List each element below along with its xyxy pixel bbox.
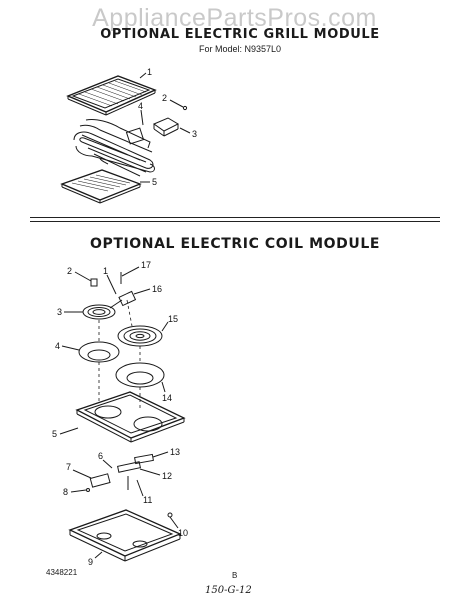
callout-number: 3 [57, 307, 62, 317]
callout-number: 17 [141, 260, 151, 270]
page-number: B [232, 571, 238, 580]
screw [169, 99, 188, 111]
callout-number: 14 [162, 393, 172, 403]
callout-number: 15 [168, 314, 178, 324]
callout-number: 16 [152, 284, 162, 294]
grill-module-title: OPTIONAL ELECTRIC GRILL MODULE [100, 27, 380, 42]
callout-number: 1 [147, 67, 152, 77]
part-number: 4348221 [46, 568, 78, 577]
callout-number: 4 [55, 341, 60, 351]
section-divider [30, 221, 440, 222]
heating-element [73, 119, 155, 177]
receptacle-bracket [117, 461, 161, 476]
terminal-bracket [134, 451, 169, 465]
callout-number: 11 [143, 495, 152, 505]
large-surface-element [117, 325, 163, 347]
callout-number: 7 [66, 462, 71, 472]
callout-number: 2 [67, 266, 72, 276]
callout-number: 2 [162, 93, 167, 103]
receptacle-block [72, 469, 111, 488]
callout-number: 8 [63, 487, 68, 497]
small-drip-bowl [78, 341, 120, 363]
burner-box [68, 509, 182, 562]
receptacle [118, 288, 151, 307]
callout-number: 6 [98, 451, 103, 461]
callout-number: 1 [103, 266, 108, 276]
callout-number: 3 [192, 129, 197, 139]
callout-number: 9 [88, 557, 93, 567]
large-drip-bowl [115, 362, 165, 388]
section-divider [30, 217, 440, 218]
callout-number: 10 [178, 528, 188, 538]
small-surface-element [82, 299, 123, 320]
callout-number: 5 [152, 177, 157, 187]
terminal-block [152, 117, 191, 137]
grill-module-model: For Model: N9357L0 [198, 44, 282, 54]
callout-number: 13 [170, 447, 180, 457]
coil-module-title: OPTIONAL ELECTRIC COIL MODULE [89, 236, 381, 252]
cooktop-frame [75, 391, 186, 443]
callout-number: 12 [162, 471, 172, 481]
screw [167, 512, 173, 518]
handwritten-note: 150-G-12 [205, 585, 252, 596]
callout-number: 4 [138, 101, 143, 111]
drip-pan [60, 169, 142, 204]
clip [90, 278, 98, 287]
callout-number: 5 [52, 429, 57, 439]
grill-grate [66, 75, 157, 116]
watermark: AppliancePartsPros.com [92, 4, 377, 32]
